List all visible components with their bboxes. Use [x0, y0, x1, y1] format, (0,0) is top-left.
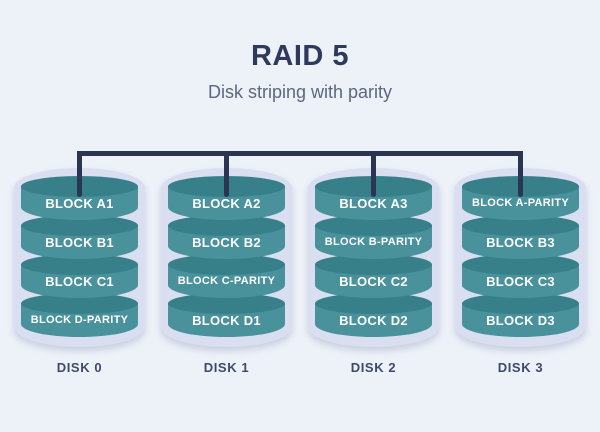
disk-block: BLOCK D-PARITY: [21, 293, 138, 337]
block-top-ellipse-icon: [21, 215, 138, 236]
disk-block: BLOCK B1: [21, 215, 138, 259]
connector-horizontal-line: [77, 151, 523, 156]
disk-cylinder: BLOCK A2 BLOCK B2 BLOCK C-PARITY BLOCK D…: [161, 168, 292, 347]
block-label: BLOCK D3: [486, 312, 555, 328]
block-top-ellipse-icon: [462, 254, 579, 275]
page-title: RAID 5: [250, 40, 350, 72]
header: RAID 5 Disk striping with parity: [0, 40, 600, 102]
block-top-ellipse-icon: [168, 215, 285, 236]
disk-label: DISK 0: [56, 360, 103, 375]
disk-block: BLOCK A3: [315, 176, 432, 220]
page-subtitle: Disk striping with parity: [207, 82, 393, 102]
block-label: BLOCK D-PARITY: [30, 314, 129, 326]
block-top-ellipse-icon: [462, 215, 579, 236]
block-top-ellipse-icon: [21, 293, 138, 314]
block-label: BLOCK A2: [192, 195, 261, 211]
block-label: BLOCK D1: [192, 312, 261, 328]
disk-block: BLOCK B3: [462, 215, 579, 259]
block-label: BLOCK B1: [45, 234, 114, 250]
disk: BLOCK A1 BLOCK B1 BLOCK C1 BLOCK D-PARIT…: [14, 168, 145, 375]
block-label: BLOCK B2: [192, 234, 261, 250]
block-label: BLOCK C-PARITY: [177, 275, 276, 287]
disk: BLOCK A-PARITY BLOCK B3 BLOCK C3 BLOCK D…: [455, 168, 586, 375]
block-top-ellipse-icon: [315, 293, 432, 314]
disk-label: DISK 1: [203, 360, 250, 375]
disk: BLOCK A3 BLOCK B-PARITY BLOCK C2 BLOCK D…: [308, 168, 439, 375]
block-top-ellipse-icon: [462, 293, 579, 314]
disk-block: BLOCK C-PARITY: [168, 254, 285, 298]
disk-block: BLOCK C2: [315, 254, 432, 298]
disk-cylinder: BLOCK A-PARITY BLOCK B3 BLOCK C3 BLOCK D…: [455, 168, 586, 347]
block-label: BLOCK A-PARITY: [471, 197, 570, 209]
disk-block: BLOCK A-PARITY: [462, 176, 579, 220]
block-label: BLOCK B-PARITY: [324, 236, 423, 248]
disk-block: BLOCK B2: [168, 215, 285, 259]
block-top-ellipse-icon: [21, 254, 138, 275]
disk-block: BLOCK A1: [21, 176, 138, 220]
block-label: BLOCK C2: [339, 273, 408, 289]
block-label: BLOCK A3: [339, 195, 408, 211]
block-top-ellipse-icon: [168, 293, 285, 314]
block-top-ellipse-icon: [168, 254, 285, 275]
block-label: BLOCK B3: [486, 234, 555, 250]
disk-cylinder: BLOCK A3 BLOCK B-PARITY BLOCK C2 BLOCK D…: [308, 168, 439, 347]
disk-label: DISK 2: [350, 360, 397, 375]
block-top-ellipse-icon: [315, 254, 432, 275]
disk-label: DISK 3: [497, 360, 544, 375]
disk-row: BLOCK A1 BLOCK B1 BLOCK C1 BLOCK D-PARIT…: [0, 168, 600, 375]
disk-block: BLOCK C3: [462, 254, 579, 298]
block-label: BLOCK D2: [339, 312, 408, 328]
disk-block: BLOCK D2: [315, 293, 432, 337]
disk-block: BLOCK B-PARITY: [315, 215, 432, 259]
disk-block: BLOCK D1: [168, 293, 285, 337]
disk-block: BLOCK C1: [21, 254, 138, 298]
block-top-ellipse-icon: [315, 215, 432, 236]
block-label: BLOCK C3: [486, 273, 555, 289]
block-label: BLOCK C1: [45, 273, 114, 289]
disk-block: BLOCK D3: [462, 293, 579, 337]
disk-block: BLOCK A2: [168, 176, 285, 220]
block-label: BLOCK A1: [45, 195, 114, 211]
disk: BLOCK A2 BLOCK B2 BLOCK C-PARITY BLOCK D…: [161, 168, 292, 375]
disk-cylinder: BLOCK A1 BLOCK B1 BLOCK C1 BLOCK D-PARIT…: [14, 168, 145, 347]
